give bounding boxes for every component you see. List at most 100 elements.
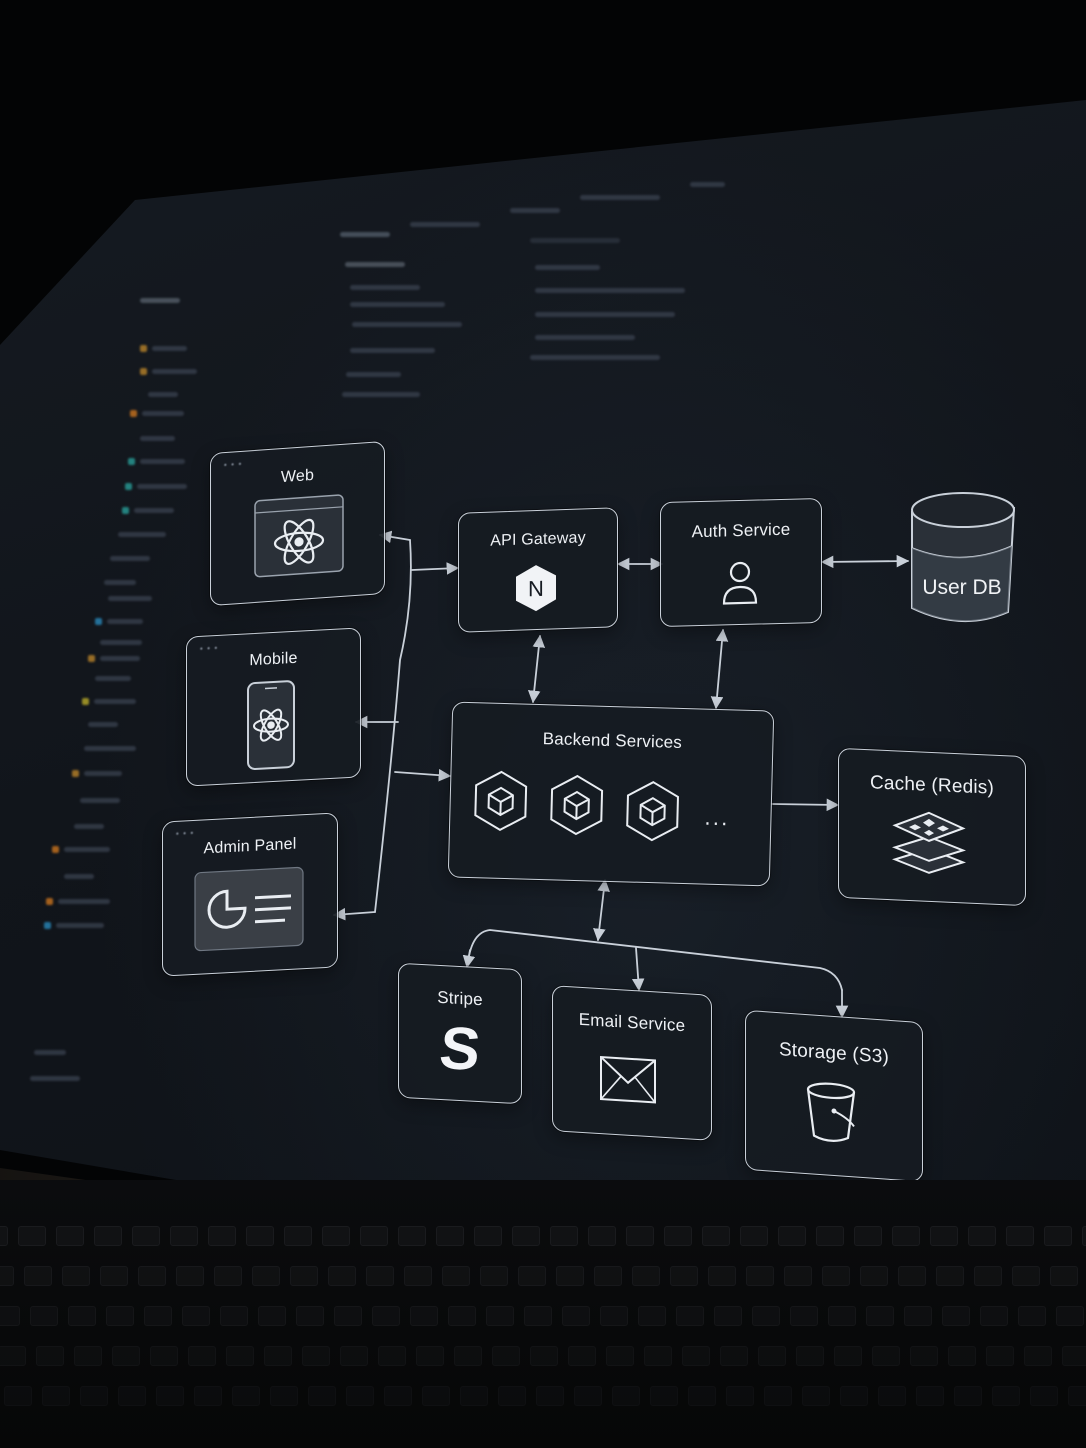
keyboard-key [682,1346,710,1366]
keyboard-key [600,1306,628,1326]
keyboard-key [4,1386,32,1406]
keyboard-key [62,1266,90,1286]
keyboard-key [1006,1226,1034,1246]
keyboard-key [150,1346,178,1366]
window-dots-icon: • • • [199,643,219,654]
keyboard-key [1030,1386,1058,1406]
keyboard-key [442,1266,470,1286]
keyboard-key [284,1226,312,1246]
keyboard-key [0,1346,26,1366]
keyboard-key [302,1346,330,1366]
node-stripe[interactable]: Stripe S [398,962,522,1105]
edge-admin [332,907,376,921]
hexagon-cube-icon [550,774,604,836]
service-icons-row [474,770,679,842]
keyboard-key [56,1226,84,1246]
keyboard-key [708,1266,736,1286]
keyboard-key [778,1226,806,1246]
keyboard-key [42,1386,70,1406]
keyboard-key [632,1266,660,1286]
keyboard-key [258,1306,286,1326]
keyboard-key [404,1266,432,1286]
keyboard-key [252,1266,280,1286]
keyboard-key [0,1306,20,1326]
keyboard-key [340,1346,368,1366]
keyboard-key [1062,1346,1086,1366]
keyboard-key [176,1266,204,1286]
laptop-keyboard [0,1180,1086,1448]
keyboard-key [796,1346,824,1366]
user-icon [722,561,758,605]
keyboard-key [1044,1226,1072,1246]
keyboard-key [714,1306,742,1326]
keyboard-key [214,1266,242,1286]
keyboard-key [904,1306,932,1326]
keyboard-key [752,1306,780,1326]
keyboard-key [758,1346,786,1366]
node-cache-redis[interactable]: Cache (Redis) [838,747,1026,907]
node-api-gateway[interactable]: API Gateway N [458,507,618,633]
node-auth-service[interactable]: Auth Service [660,497,822,628]
hexagon-cube-icon [626,781,679,842]
node-storage-s3[interactable]: Storage (S3) [745,1009,923,1183]
keyboard-key [1082,1226,1086,1246]
dashboard-icon [194,866,304,952]
keyboard-key [480,1266,508,1286]
keyboard-key [726,1386,754,1406]
keyboard-key [220,1306,248,1326]
keyboard-key [18,1226,46,1246]
edge-to-backend [394,768,452,782]
keyboard-key [702,1226,730,1246]
hexagon-cube-icon [474,770,528,832]
keyboard-key [106,1306,134,1326]
keyboard-key [410,1306,438,1326]
keyboard-key [822,1266,850,1286]
edge-trunk [374,539,412,913]
node-mobile[interactable]: • • • Mobile [186,627,361,787]
edge-backend-cache [771,798,840,812]
node-web[interactable]: • • • Web [210,440,385,607]
keyboard-key [226,1346,254,1366]
node-email-service[interactable]: Email Service [552,985,712,1141]
keyboard-key [530,1346,558,1366]
keyboard-key [94,1226,122,1246]
keyboard-key [974,1266,1002,1286]
keyboard-key [36,1346,64,1366]
bucket-icon [806,1082,856,1142]
edge-email [631,947,645,992]
keyboard-key [498,1386,526,1406]
edge-to-gateway [411,562,460,575]
keyboard-key [448,1306,476,1326]
keyboard-key [536,1386,564,1406]
keyboard-key [492,1346,520,1366]
node-admin[interactable]: • • • Admin Panel [162,812,338,977]
edge-auth-db [820,554,910,569]
keyboard-key [518,1266,546,1286]
keyboard-key [0,1266,14,1286]
node-backend-services[interactable]: Backend Services ... [447,701,775,887]
keyboard-key [74,1346,102,1366]
envelope-icon [600,1056,656,1104]
keyboard-key [460,1386,488,1406]
edge-bus [467,929,843,991]
keyboard-key [246,1226,274,1246]
nginx-icon: N [516,565,556,612]
keyboard-key [132,1226,160,1246]
keyboard-key [930,1226,958,1246]
node-userdb-label: User DB [922,576,1002,599]
keyboard-key [1012,1266,1040,1286]
keyboard-key [612,1386,640,1406]
keyboard-key [562,1306,590,1326]
node-email-label: Email Service [578,1009,686,1036]
keyboard-key [182,1306,210,1326]
keyboard-key [954,1386,982,1406]
keyboard-key [194,1386,222,1406]
keyboard-key [30,1306,58,1326]
keyboard-key [512,1226,540,1246]
keyboard-key [0,1226,8,1246]
keyboard-key [910,1346,938,1366]
keyboard-key [588,1226,616,1246]
keyboard-key [802,1386,830,1406]
